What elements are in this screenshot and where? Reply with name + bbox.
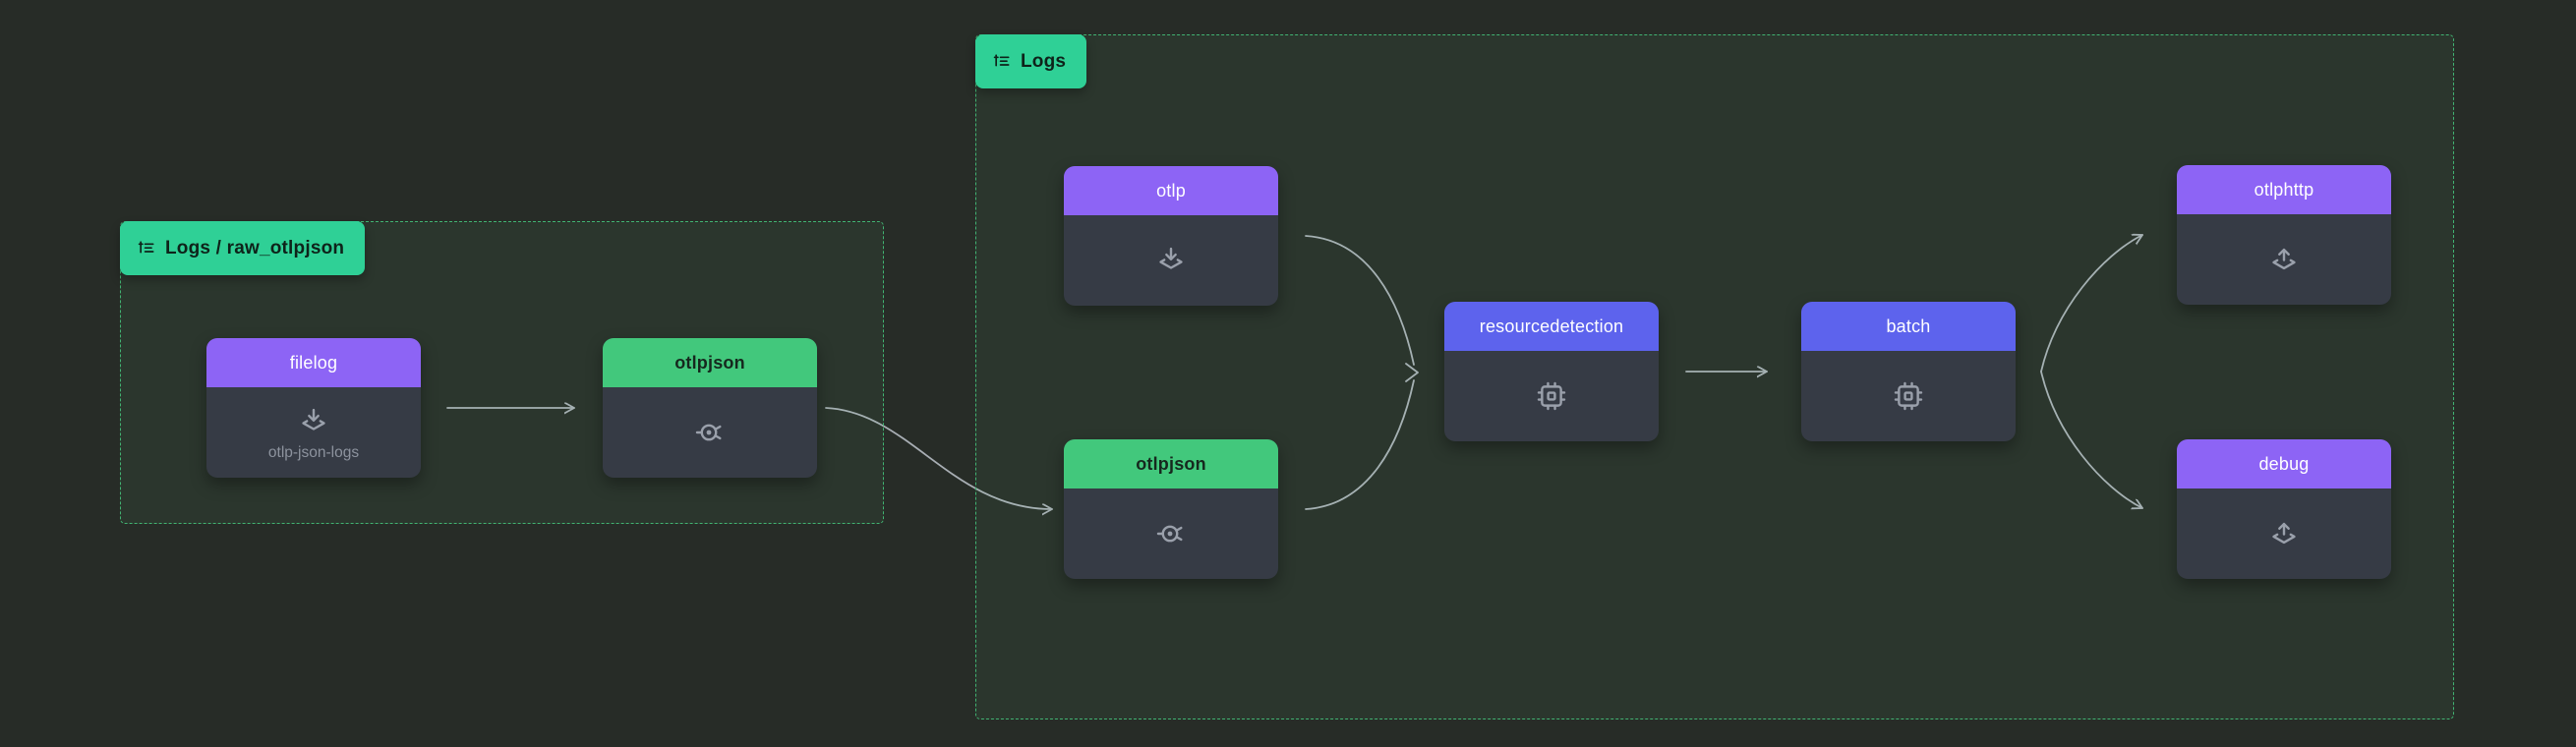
- node-body: [1444, 351, 1659, 441]
- node-title: resourcedetection: [1479, 316, 1624, 336]
- node-subtitle: otlp-json-logs: [267, 443, 360, 461]
- logs-icon: [138, 240, 154, 253]
- node-body: [1064, 215, 1278, 306]
- node-body: [2177, 214, 2391, 305]
- node-body: otlp-json-logs: [206, 387, 421, 478]
- node-resourcedetection[interactable]: resourcedetection: [1444, 302, 1659, 441]
- node-header: batch: [1801, 302, 2016, 351]
- node-header: otlpjson: [603, 338, 817, 387]
- node-filelog[interactable]: filelog otlp-json-logs: [206, 338, 421, 478]
- node-title: otlp: [1156, 180, 1186, 201]
- node-body: [2177, 488, 2391, 579]
- processor-icon: [1537, 381, 1566, 411]
- group-label-tag: Logs: [975, 34, 1087, 88]
- group-label: Logs: [1021, 50, 1067, 72]
- node-body: [1064, 488, 1278, 579]
- processor-icon: [1894, 381, 1923, 411]
- node-header: resourcedetection: [1444, 302, 1659, 351]
- node-title: filelog: [289, 352, 338, 373]
- connector-icon: [1156, 525, 1183, 543]
- exporter-icon: [2272, 248, 2296, 270]
- node-otlpjson-connector-exporter[interactable]: otlpjson: [603, 338, 817, 478]
- node-title: batch: [1886, 316, 1931, 336]
- node-header: otlp: [1064, 166, 1278, 215]
- node-otlphttp[interactable]: otlphttp: [2177, 165, 2391, 305]
- pipeline-group-logs: Logs: [975, 34, 2454, 719]
- receiver-icon: [302, 408, 325, 431]
- node-header: otlpjson: [1064, 439, 1278, 488]
- node-title: otlpjson: [674, 352, 745, 373]
- node-header: filelog: [206, 338, 421, 387]
- receiver-icon: [1159, 247, 1183, 269]
- logs-icon: [993, 53, 1010, 66]
- node-title: debug: [2258, 453, 2310, 474]
- node-body: [1801, 351, 2016, 441]
- group-label: Logs / raw_otlpjson: [165, 237, 345, 259]
- group-label-tag: Logs / raw_otlpjson: [120, 221, 366, 275]
- node-otlp[interactable]: otlp: [1064, 166, 1278, 306]
- node-header: debug: [2177, 439, 2391, 488]
- node-header: otlphttp: [2177, 165, 2391, 214]
- node-title: otlpjson: [1136, 453, 1206, 474]
- exporter-icon: [2272, 522, 2296, 545]
- connector-icon: [695, 424, 722, 441]
- node-debug[interactable]: debug: [2177, 439, 2391, 579]
- node-title: otlphttp: [2254, 179, 2314, 200]
- node-batch[interactable]: batch: [1801, 302, 2016, 441]
- node-body: [603, 387, 817, 478]
- node-otlpjson-connector-receiver[interactable]: otlpjson: [1064, 439, 1278, 579]
